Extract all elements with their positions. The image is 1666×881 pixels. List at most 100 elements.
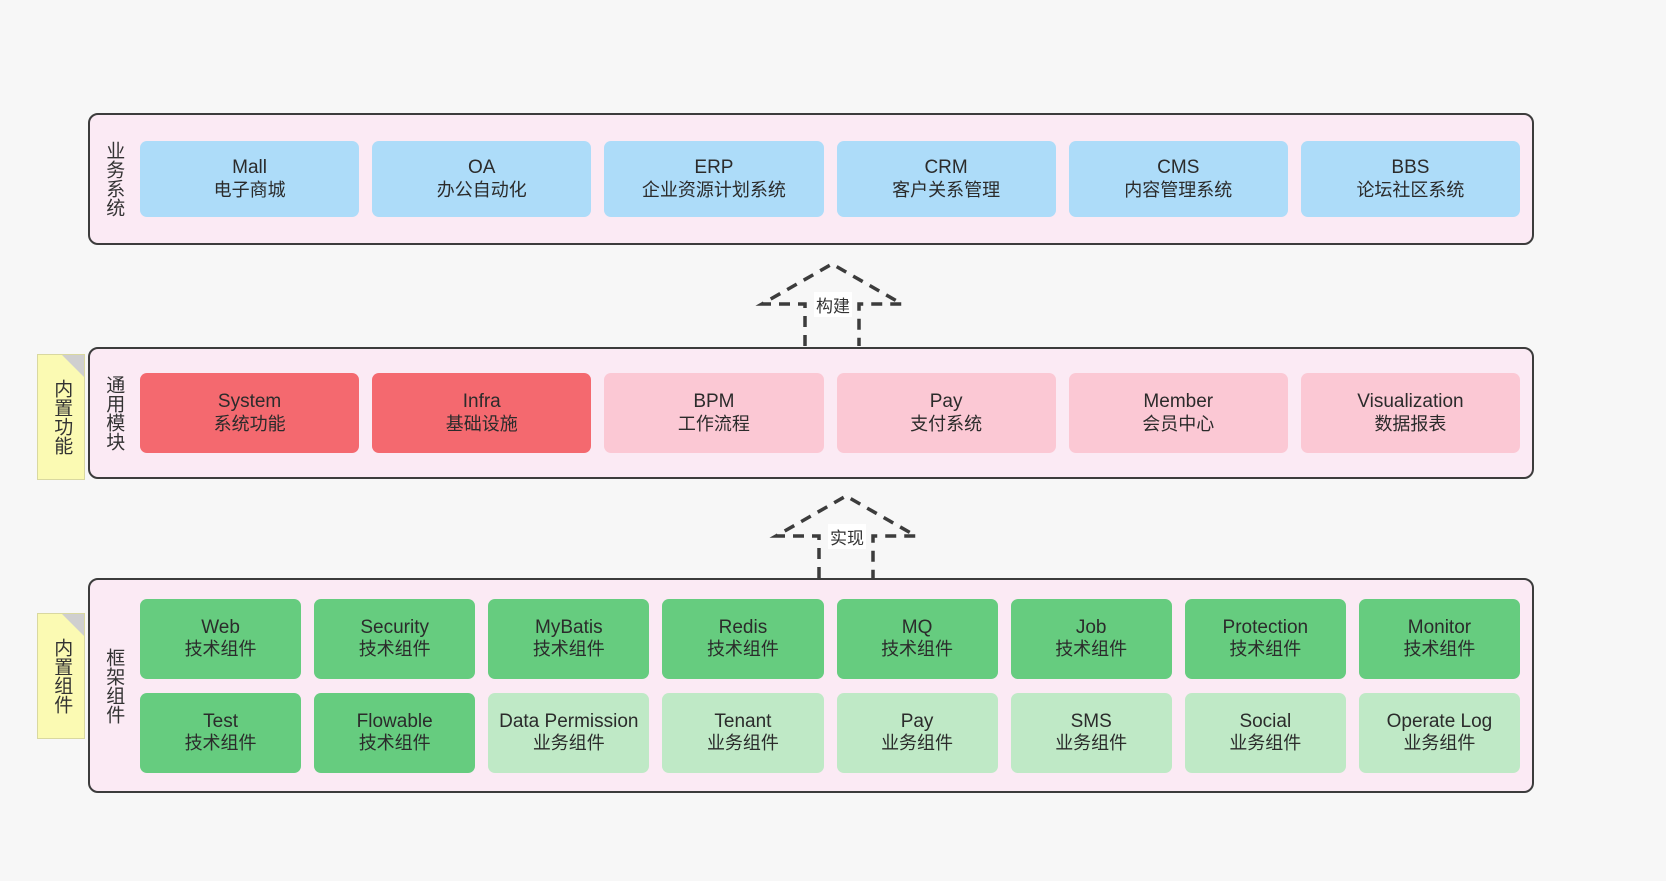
node-visualization-desc: 数据报表	[1374, 413, 1447, 434]
node-monitor-name: Monitor	[1407, 616, 1472, 638]
node-sms-desc: 业务组件	[1055, 733, 1128, 754]
node-flowable-desc: 技术组件	[358, 733, 431, 754]
node-job-name: Job	[1075, 616, 1107, 638]
node-sms[interactable]: SMS 业务组件	[1010, 692, 1172, 773]
note-fold-icon	[62, 355, 84, 377]
node-social-desc: 业务组件	[1229, 733, 1302, 754]
node-security-desc: 技术组件	[358, 639, 431, 660]
node-job[interactable]: Job 技术组件	[1010, 598, 1172, 679]
node-oa-name: OA	[468, 157, 496, 179]
node-data-permission[interactable]: Data Permission 业务组件	[488, 692, 650, 773]
node-bpm[interactable]: BPM 工作流程	[604, 373, 824, 453]
dashed-arrow-up-icon	[769, 493, 923, 578]
node-bbs-name: BBS	[1391, 157, 1430, 179]
node-pay-component[interactable]: Pay 业务组件	[836, 692, 998, 773]
node-bpm-desc: 工作流程	[677, 413, 750, 434]
node-mybatis-desc: 技术组件	[532, 639, 605, 660]
node-test[interactable]: Test 技术组件	[140, 692, 302, 773]
note-builtin-component[interactable]: 内置组件	[37, 613, 85, 739]
node-redis[interactable]: Redis 技术组件	[662, 598, 824, 679]
node-pay-component-desc: 业务组件	[881, 733, 954, 754]
layer-business-system[interactable]: 业务系统 Mall 电子商城 OA 办公自动化 ERP 企业资源计划系统 CRM…	[88, 113, 1534, 245]
node-pay-module-name: Pay	[929, 391, 963, 413]
note-builtin-function-label: 内置功能	[51, 379, 73, 455]
node-web[interactable]: Web 技术组件	[140, 598, 302, 679]
node-member-name: Member	[1143, 391, 1214, 413]
node-mybatis[interactable]: MyBatis 技术组件	[488, 598, 650, 679]
node-pay-module[interactable]: Pay 支付系统	[836, 373, 1056, 453]
connector-build-label: 构建	[814, 292, 852, 317]
layer-framework-component[interactable]: 框架组件 Web 技术组件 Security 技术组件 MyBatis 技术组件…	[88, 578, 1534, 793]
layer-common-module-row-0: System 系统功能 Infra 基础设施 BPM 工作流程 Pay 支付系统…	[140, 373, 1521, 453]
node-data-permission-desc: 业务组件	[532, 733, 605, 754]
node-social-name: Social	[1239, 710, 1292, 732]
node-tenant-desc: 业务组件	[706, 733, 779, 754]
node-mall[interactable]: Mall 电子商城	[140, 141, 360, 217]
node-test-desc: 技术组件	[184, 733, 257, 754]
node-mq-name: MQ	[901, 616, 933, 638]
layer-common-module-body: System 系统功能 Infra 基础设施 BPM 工作流程 Pay 支付系统…	[136, 349, 1532, 477]
note-builtin-function[interactable]: 内置功能	[37, 354, 85, 480]
node-cms-desc: 内容管理系统	[1124, 179, 1233, 200]
node-infra-name: Infra	[462, 391, 501, 413]
node-mq-desc: 技术组件	[881, 639, 954, 660]
node-pay-component-name: Pay	[900, 710, 934, 732]
layer-framework-component-body: Web 技术组件 Security 技术组件 MyBatis 技术组件 Redi…	[136, 580, 1532, 791]
node-crm-name: CRM	[924, 157, 968, 179]
node-infra[interactable]: Infra 基础设施	[372, 373, 592, 453]
node-cms[interactable]: CMS 内容管理系统	[1068, 141, 1288, 217]
node-flowable[interactable]: Flowable 技术组件	[314, 692, 476, 773]
node-infra-desc: 基础设施	[445, 413, 518, 434]
node-operate-log-desc: 业务组件	[1403, 733, 1476, 754]
node-data-permission-name: Data Permission	[499, 710, 639, 732]
node-system[interactable]: System 系统功能	[140, 373, 360, 453]
node-sms-name: SMS	[1070, 710, 1112, 732]
node-system-desc: 系统功能	[213, 413, 286, 434]
node-visualization[interactable]: Visualization 数据报表	[1300, 373, 1521, 453]
note-builtin-component-label: 内置组件	[51, 638, 73, 714]
node-web-name: Web	[201, 616, 240, 638]
node-erp-desc: 企业资源计划系统	[641, 179, 786, 200]
note-fold-icon	[62, 614, 84, 636]
node-flowable-name: Flowable	[356, 710, 433, 732]
layer-common-module-title: 通用模块	[103, 375, 125, 451]
node-mq[interactable]: MQ 技术组件	[836, 598, 998, 679]
node-security[interactable]: Security 技术组件	[314, 598, 476, 679]
node-monitor[interactable]: Monitor 技术组件	[1358, 598, 1520, 679]
node-erp-name: ERP	[694, 157, 734, 179]
node-crm-desc: 客户关系管理	[892, 179, 1001, 200]
node-visualization-name: Visualization	[1357, 391, 1464, 413]
node-mall-name: Mall	[232, 157, 267, 179]
node-crm[interactable]: CRM 客户关系管理	[836, 141, 1056, 217]
node-erp[interactable]: ERP 企业资源计划系统	[604, 141, 824, 217]
node-member-desc: 会员中心	[1142, 413, 1215, 434]
layer-framework-component-row-1: Test 技术组件 Flowable 技术组件 Data Permission …	[140, 692, 1520, 773]
layer-common-module[interactable]: 通用模块 System 系统功能 Infra 基础设施 BPM 工作流程 Pay…	[88, 347, 1534, 479]
layer-framework-component-row-0: Web 技术组件 Security 技术组件 MyBatis 技术组件 Redi…	[140, 598, 1520, 679]
node-oa[interactable]: OA 办公自动化	[372, 141, 592, 217]
layer-framework-component-title: 框架组件	[103, 647, 125, 724]
node-system-name: System	[217, 391, 282, 413]
connector-implement-label: 实现	[828, 524, 866, 549]
node-bbs-desc: 论坛社区系统	[1356, 179, 1465, 200]
connector-build-arrow	[752, 258, 912, 350]
dashed-arrow-up-icon	[755, 261, 909, 346]
node-job-desc: 技术组件	[1055, 639, 1128, 660]
node-member[interactable]: Member 会员中心	[1068, 373, 1288, 453]
node-operate-log-name: Operate Log	[1386, 710, 1493, 732]
node-security-name: Security	[360, 616, 429, 638]
layer-business-system-title: 业务系统	[103, 141, 125, 217]
node-mybatis-name: MyBatis	[535, 616, 603, 638]
layer-business-system-body: Mall 电子商城 OA 办公自动化 ERP 企业资源计划系统 CRM 客户关系…	[136, 115, 1532, 243]
node-oa-desc: 办公自动化	[436, 179, 527, 200]
node-social[interactable]: Social 业务组件	[1184, 692, 1346, 773]
node-bbs[interactable]: BBS 论坛社区系统	[1300, 141, 1521, 217]
layer-business-system-row-0: Mall 电子商城 OA 办公自动化 ERP 企业资源计划系统 CRM 客户关系…	[140, 141, 1521, 217]
node-protection[interactable]: Protection 技术组件	[1184, 598, 1346, 679]
node-protection-name: Protection	[1222, 616, 1309, 638]
node-test-name: Test	[203, 710, 238, 732]
node-tenant[interactable]: Tenant 业务组件	[662, 692, 824, 773]
node-monitor-desc: 技术组件	[1403, 639, 1476, 660]
node-operate-log[interactable]: Operate Log 业务组件	[1358, 692, 1520, 773]
